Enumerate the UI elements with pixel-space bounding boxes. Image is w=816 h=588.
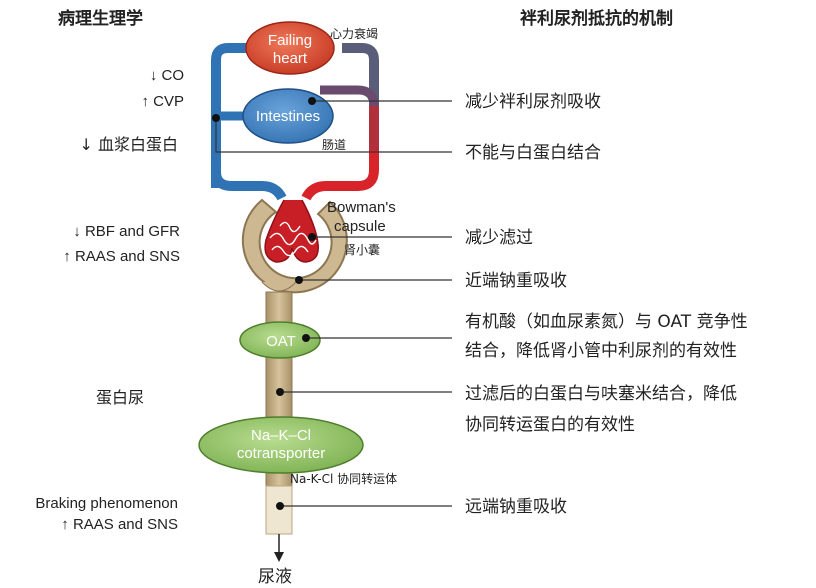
dot-albumin bbox=[212, 114, 220, 122]
heart-shape bbox=[245, 21, 335, 75]
dot-filtration bbox=[308, 233, 316, 241]
label-braking: Braking phenomenon bbox=[35, 495, 178, 512]
right-header: 袢利尿剂抵抗的机制 bbox=[520, 8, 673, 29]
oat-shape bbox=[239, 321, 321, 359]
label-plasma-albumin: ↓ 血浆白蛋白 bbox=[80, 135, 179, 154]
leader-dots bbox=[212, 97, 316, 510]
urine-label: 尿液 bbox=[258, 567, 292, 587]
label-proteinuria: 蛋白尿 bbox=[96, 388, 144, 407]
nkcc-label-line1: Na–K–Cl bbox=[251, 427, 311, 444]
circulation-vessels bbox=[211, 43, 379, 201]
label-co: ↓ CO bbox=[150, 67, 184, 84]
label-raas-sns-2: ↑ RAAS and SNS bbox=[61, 516, 178, 533]
nkcc-transporter: Na–K–Cl cotransporter Na-K-Cl 协同转运体 bbox=[198, 416, 397, 486]
bowmans-capsule: Bowman's capsule 肾小囊 bbox=[241, 198, 396, 294]
capsule-wall bbox=[241, 198, 348, 294]
label-rbf-gfr: ↓ RBF and GFR bbox=[73, 223, 180, 240]
mechanism-6-line1: 过滤后的白蛋白与呋塞米结合，降低 bbox=[465, 384, 737, 404]
urine-arrow-head bbox=[274, 552, 284, 562]
label-raas-sns-1: ↑ RAAS and SNS bbox=[63, 248, 180, 265]
distal-tubule bbox=[265, 485, 293, 535]
bowman-label-line1: Bowman's bbox=[327, 199, 396, 216]
leader-albumin bbox=[215, 118, 452, 153]
mechanism-4: 近端钠重吸收 bbox=[465, 271, 567, 291]
mechanism-3: 减少滤过 bbox=[465, 228, 533, 248]
intestines-label: Intestines bbox=[256, 108, 320, 125]
heart-label-line1: Failing bbox=[268, 32, 312, 49]
intestines-cn-label: 肠道 bbox=[322, 138, 346, 152]
pathophysiology-labels: ↓ CO ↑ CVP ↓ 血浆白蛋白 ↓ RBF and GFR ↑ RAAS … bbox=[35, 67, 184, 533]
bowman-label-line2: capsule bbox=[334, 218, 386, 235]
mechanism-6-line2: 协同转运蛋白的有效性 bbox=[465, 415, 635, 435]
mechanism-7: 远端钠重吸收 bbox=[465, 497, 567, 517]
nkcc-shape bbox=[198, 416, 364, 474]
nkcc-cn-label: Na-K-Cl 协同转运体 bbox=[290, 471, 397, 486]
bowman-cn-label: 肾小囊 bbox=[344, 242, 380, 257]
left-header: 病理生理学 bbox=[58, 8, 143, 29]
dot-absorption bbox=[308, 97, 316, 105]
label-cvp: ↑ CVP bbox=[141, 93, 184, 110]
oat-label: OAT bbox=[266, 333, 296, 350]
dot-proximal bbox=[295, 276, 303, 284]
heart-label-line2: heart bbox=[273, 50, 308, 67]
oat-transporter: OAT bbox=[239, 321, 321, 359]
glomerulus bbox=[264, 199, 319, 263]
dot-oat bbox=[302, 334, 310, 342]
dot-albumin-furosemide bbox=[276, 388, 284, 396]
nkcc-label-line2: cotransporter bbox=[237, 445, 325, 462]
mechanism-2: 不能与白蛋白结合 bbox=[465, 143, 601, 163]
failing-heart: Failing heart 心力衰竭 bbox=[245, 21, 378, 75]
mechanism-labels: 减少袢利尿剂吸收 不能与白蛋白结合 减少滤过 近端钠重吸收 有机酸（如血尿素氮）… bbox=[465, 92, 748, 517]
mechanism-1: 减少袢利尿剂吸收 bbox=[465, 92, 601, 112]
dot-distal bbox=[276, 502, 284, 510]
intestines: Intestines 肠道 bbox=[242, 88, 346, 152]
mechanism-5-line2: 结合，降低肾小管中利尿剂的有效性 bbox=[465, 341, 737, 361]
heart-cn-label: 心力衰竭 bbox=[330, 26, 378, 41]
leader-lines bbox=[215, 100, 452, 507]
mechanism-5-line1: 有机酸（如血尿素氮）与 OAT 竞争性 bbox=[465, 312, 748, 332]
